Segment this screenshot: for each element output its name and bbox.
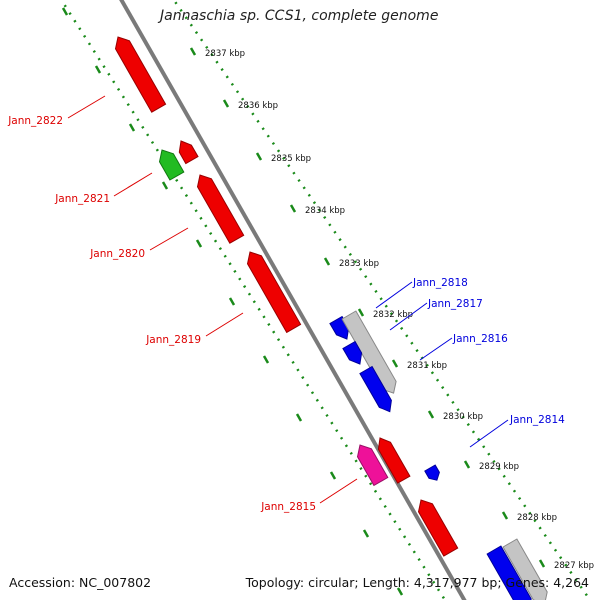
kbp-label: 2833 kbp: [339, 259, 379, 269]
ruler-tick: [94, 65, 102, 74]
kbp-label: 2832 kbp: [373, 310, 413, 320]
genome-backbone: [119, 0, 467, 600]
leader-jann-2818: [375, 281, 413, 309]
ruler-tick: [262, 355, 270, 364]
gene-label-jann-2814: Jann_2814: [509, 414, 565, 426]
ruler-tick: [295, 413, 303, 422]
leader-jann-2816: [419, 337, 453, 361]
gene-jann-2821-block: [158, 149, 185, 181]
gene-forward-block: [486, 545, 532, 600]
ruler-tick: [501, 511, 509, 520]
kbp-label: 2834 kbp: [305, 206, 345, 216]
leader-jann-2822: [67, 95, 106, 119]
kbp-label: 2829 kbp: [479, 462, 519, 472]
ruler-tick: [323, 257, 331, 266]
gene-forward-gray-block: [502, 538, 548, 600]
outer-ruler: [172, 0, 592, 600]
gene-label-jann-2818: Jann_2818: [412, 277, 468, 289]
gene-jann-2820-block: [196, 174, 245, 244]
leader-jann-2817: [389, 302, 428, 331]
ruler-tick: [538, 559, 546, 568]
gene-jann-2822-block: [114, 36, 167, 113]
gene-label-jann-2816: Jann_2816: [452, 333, 508, 345]
ruler-tick: [128, 123, 136, 132]
leader-jann-2820: [149, 227, 189, 251]
gene-jann-2816-block: [359, 365, 392, 413]
ruler-tick: [189, 47, 197, 56]
ruler-tick: [329, 471, 337, 480]
gene-reverse-block: [417, 499, 459, 557]
kbp-label: 2828 kbp: [517, 513, 557, 523]
gene-label-jann-2815: Jann_2815: [260, 501, 316, 513]
gene-blue-block: [342, 340, 363, 365]
gene-label-jann-2822: Jann_2822: [7, 115, 63, 127]
gene-jann-2814-block: [424, 464, 440, 481]
genome-title: Jannaschia sp. CCS1, complete genome: [160, 8, 439, 24]
gene-label-jann-2817: Jann_2817: [427, 298, 483, 310]
leader-jann-2815: [319, 478, 358, 504]
ruler-tick: [161, 181, 169, 190]
ruler-tick: [463, 460, 471, 469]
gene-label-jann-2819: Jann_2819: [145, 334, 201, 346]
leader-jann-2814: [469, 419, 509, 448]
leader-jann-2821: [113, 172, 153, 197]
gene-label-jann-2821: Jann_2821: [54, 193, 110, 205]
gene-jann-2815b-block: [377, 437, 411, 484]
kbp-label: 2836 kbp: [238, 101, 278, 111]
gene-label-jann-2820: Jann_2820: [89, 248, 145, 260]
leader-jann-2819: [205, 312, 244, 337]
ruler-tick: [357, 308, 365, 317]
inner-ruler: [59, 0, 447, 600]
ruler-tick: [195, 239, 203, 248]
ruler-tick: [427, 410, 435, 419]
kbp-label: 2830 kbp: [443, 412, 483, 422]
ruler-tick: [228, 297, 236, 306]
ruler-tick: [255, 152, 263, 161]
gene-jann-2819-block: [246, 251, 302, 334]
ruler-tick: [396, 587, 404, 596]
gene-jann-2815-block: [356, 444, 389, 487]
accession-label: Accession: NC_007802: [9, 575, 152, 590]
gene-jann-2821b-block: [178, 140, 199, 165]
topology-label: Topology: circular; Length: 4,317,977 bp…: [245, 575, 589, 590]
ruler-tick: [61, 7, 69, 16]
ruler-tick: [362, 529, 370, 538]
kbp-label: 2827 kbp: [554, 561, 594, 571]
kbp-label: 2837 kbp: [205, 49, 245, 59]
kbp-label: 2831 kbp: [407, 361, 447, 371]
ruler-tick: [289, 204, 297, 213]
ruler-tick: [222, 99, 230, 108]
ruler-tick: [391, 359, 399, 368]
kbp-label: 2835 kbp: [271, 154, 311, 164]
